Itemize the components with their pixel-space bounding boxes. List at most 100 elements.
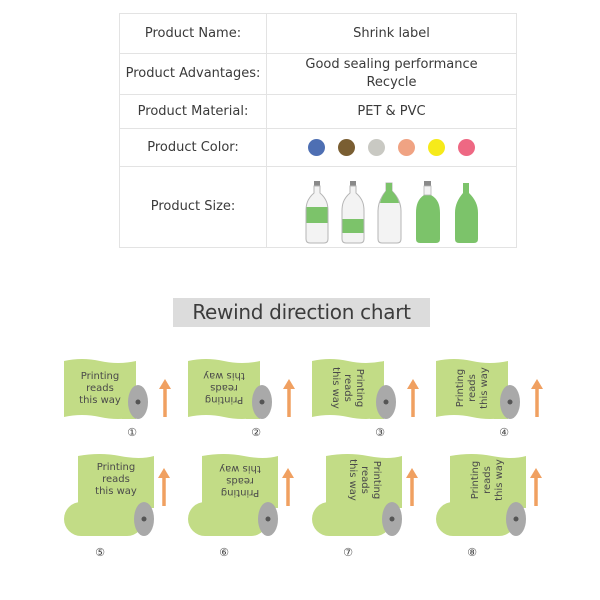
label-sheet	[64, 359, 136, 419]
label-text-line: reads	[342, 374, 353, 402]
label-text-line: Printing	[221, 487, 259, 498]
spec-row-name: Product Name: Shrink label	[119, 13, 517, 54]
color-swatch	[428, 139, 445, 156]
label-text-line: reads	[86, 383, 114, 394]
color-swatches	[267, 139, 516, 156]
label-text-line: Printing	[354, 369, 365, 407]
roll-core	[135, 399, 141, 405]
label-text-line: reads	[467, 374, 478, 402]
label-text-line: this way	[203, 370, 245, 381]
up-arrow-head-icon	[282, 468, 294, 478]
rewind-option-number: ⑦	[343, 546, 353, 559]
up-arrow-head-icon	[158, 468, 170, 478]
label-roll-body	[436, 502, 516, 536]
label-text-line: Printing	[97, 462, 135, 473]
color-swatch	[338, 139, 355, 156]
up-arrow-head-icon	[531, 379, 543, 389]
spec-label: Product Size:	[119, 166, 267, 248]
label-text-line: this way	[95, 486, 137, 497]
rewind-option-number: ⑥	[219, 546, 229, 559]
rewind-chart-title: Rewind direction chart	[173, 298, 430, 327]
up-arrow-head-icon	[159, 379, 171, 389]
color-swatch	[368, 139, 385, 156]
rewind-option-number: ①	[127, 426, 137, 439]
label-sheet	[188, 359, 260, 419]
roll-core	[259, 399, 265, 405]
rewind-option-number: ④	[499, 426, 509, 439]
spec-label: Product Material:	[119, 94, 267, 129]
label-text-line: this way	[347, 459, 358, 501]
label-text-line: reads	[102, 474, 130, 485]
label-sheet	[450, 454, 526, 508]
label-roll-body	[64, 502, 144, 536]
label-text-line: this way	[494, 459, 505, 501]
bottle-spray-full-sleeve-icon	[454, 183, 478, 243]
label-text-line: this way	[330, 367, 341, 409]
rewind-option-number: ③	[375, 426, 385, 439]
spec-label: Product Color:	[119, 128, 267, 167]
up-arrow-head-icon	[530, 468, 542, 478]
label-text-line: this way	[79, 395, 121, 406]
label-text-line: reads	[359, 466, 370, 494]
label-text-line: reads	[482, 466, 493, 494]
label-sheet	[326, 454, 402, 508]
label-text-line: Printing	[205, 394, 243, 405]
advantage-item: Good sealing performance	[305, 57, 478, 72]
bottle-sizes	[267, 169, 516, 245]
label-text-line: reads	[210, 382, 238, 393]
bottle-spray-label-icon	[377, 182, 401, 244]
rewind-option-number: ⑤	[95, 546, 105, 559]
label-text-line: Printing	[371, 461, 382, 499]
label-text-line: this way	[219, 463, 261, 474]
label-text-line: Printing	[81, 371, 119, 382]
spec-value: Good sealing performance Recycle	[266, 53, 517, 95]
roll-core	[389, 516, 395, 522]
up-arrow-head-icon	[283, 379, 295, 389]
bottle-full-sleeve-icon	[415, 181, 440, 243]
rewind-option-number: ②	[251, 426, 261, 439]
up-arrow-head-icon	[406, 468, 418, 478]
label-text-line: Printing	[470, 461, 481, 499]
label-text-line: this way	[479, 367, 490, 409]
bottle-tall-band-icon	[305, 181, 328, 244]
label-roll-body	[188, 502, 268, 536]
spec-row-material: Product Material: PET & PVC	[119, 94, 517, 129]
label-roll-body	[312, 502, 392, 536]
label-text-line: Printing	[455, 369, 466, 407]
spec-value: PET & PVC	[266, 94, 517, 129]
roll-core	[507, 399, 513, 405]
roll-core	[141, 516, 147, 522]
spec-row-advantages: Product Advantages: Good sealing perform…	[119, 53, 517, 95]
label-sheet	[312, 359, 384, 419]
spec-label: Product Advantages:	[119, 53, 267, 95]
spec-row-size: Product Size:	[119, 166, 517, 248]
up-arrow-head-icon	[407, 379, 419, 389]
label-sheet	[202, 454, 278, 508]
product-spec-table: Product Name: Shrink label Product Advan…	[119, 13, 517, 248]
label-sheet	[436, 359, 508, 419]
spec-label: Product Name:	[119, 13, 267, 54]
roll-core	[513, 516, 519, 522]
spec-value	[266, 128, 517, 167]
color-swatch	[458, 139, 475, 156]
label-sheet	[78, 454, 154, 508]
roll-core	[383, 399, 389, 405]
rewind-option-number: ⑧	[467, 546, 477, 559]
roll-core	[265, 516, 271, 522]
spec-value: Shrink label	[266, 13, 517, 54]
color-swatch	[308, 139, 325, 156]
